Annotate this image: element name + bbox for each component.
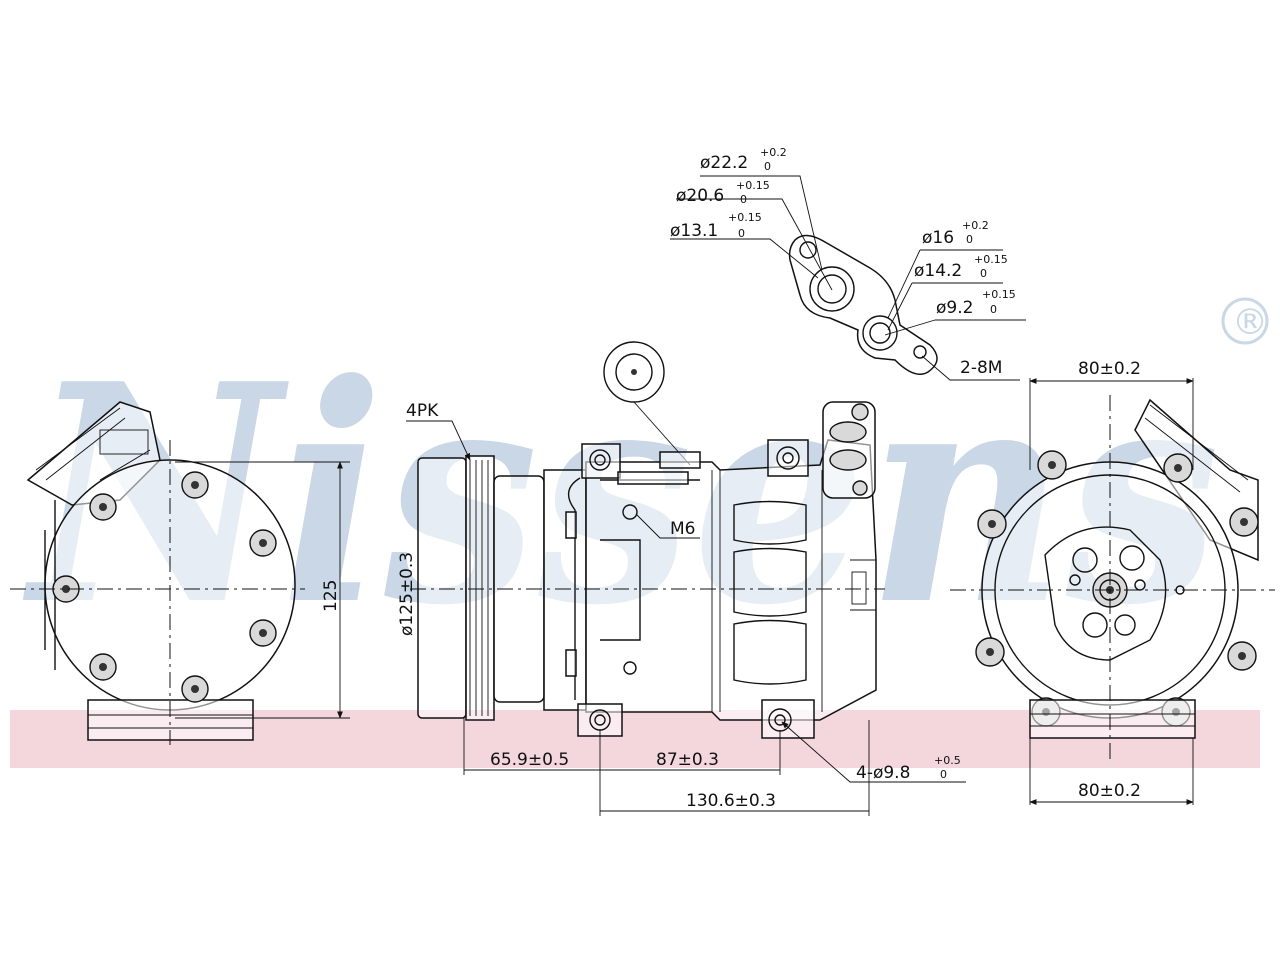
registered-mark-icon	[1221, 297, 1269, 345]
belt-label: 4PK	[406, 401, 439, 421]
front-height-label: 125	[321, 580, 341, 612]
front-bolts	[52, 471, 277, 703]
dim-d1-tol-lower: 0	[764, 160, 771, 173]
holes-label: 4-ø9.8	[856, 763, 910, 783]
dim-d2-tol-upper: +0.15	[736, 179, 770, 192]
dim-d2-tol-lower: 0	[740, 193, 747, 206]
m6-label: M6	[670, 519, 695, 539]
side-view: 4PK M6 ø125±0.3 65.9±0.5 87±0.3 130.6±0.…	[397, 341, 966, 816]
port-small	[862, 315, 898, 351]
dim-d3: ø13.1	[670, 221, 718, 241]
rear-width-top: 80±0.2	[1078, 359, 1141, 379]
dim-d4-tol-upper: +0.2	[962, 219, 989, 232]
port-large	[809, 266, 855, 312]
pulley	[417, 457, 467, 719]
dim-d3-tol-upper: +0.15	[728, 211, 762, 224]
rear-width-bottom: 80±0.2	[1078, 781, 1141, 801]
dim-d3-tol-lower: 0	[738, 227, 745, 240]
dim-d6-tol-upper: +0.15	[982, 288, 1016, 301]
dim-d1-tol-upper: +0.2	[760, 146, 787, 159]
pulley-grooves	[465, 455, 495, 721]
dim-d6-tol-lower: 0	[990, 303, 997, 316]
dim-overall-length: 130.6±0.3	[686, 791, 776, 811]
dim-d4-tol-lower: 0	[966, 233, 973, 246]
front-view: 125	[10, 401, 350, 745]
pulley-diameter-label: ø125±0.3	[397, 552, 417, 636]
dim-d5-tol-lower: 0	[980, 267, 987, 280]
holes-tol-lower: 0	[940, 768, 947, 781]
dim-d1: ø22.2	[700, 153, 748, 173]
port-plate	[788, 234, 938, 375]
dim-mount-spacing: 87±0.3	[656, 750, 719, 770]
registered-mark: ®	[1232, 302, 1268, 343]
thread-label: 2-8M	[960, 358, 1002, 378]
port-plate-detail: ø22.2 +0.2 0 ø20.6 +0.15 0 ø13.1 +0.15 0…	[670, 146, 1026, 381]
holes-tol-upper: +0.5	[934, 754, 961, 767]
dim-d5: ø14.2	[914, 261, 962, 281]
dim-d2: ø20.6	[676, 186, 724, 206]
dim-d6: ø9.2	[936, 298, 973, 318]
dim-d4: ø16	[922, 228, 954, 248]
rear-view: 80±0.2 80±0.2	[950, 359, 1275, 805]
clutch-plate	[1044, 526, 1167, 661]
rear-foot	[1029, 699, 1196, 739]
dim-pulley-to-mount: 65.9±0.5	[490, 750, 569, 770]
dim-d5-tol-upper: +0.15	[974, 253, 1008, 266]
